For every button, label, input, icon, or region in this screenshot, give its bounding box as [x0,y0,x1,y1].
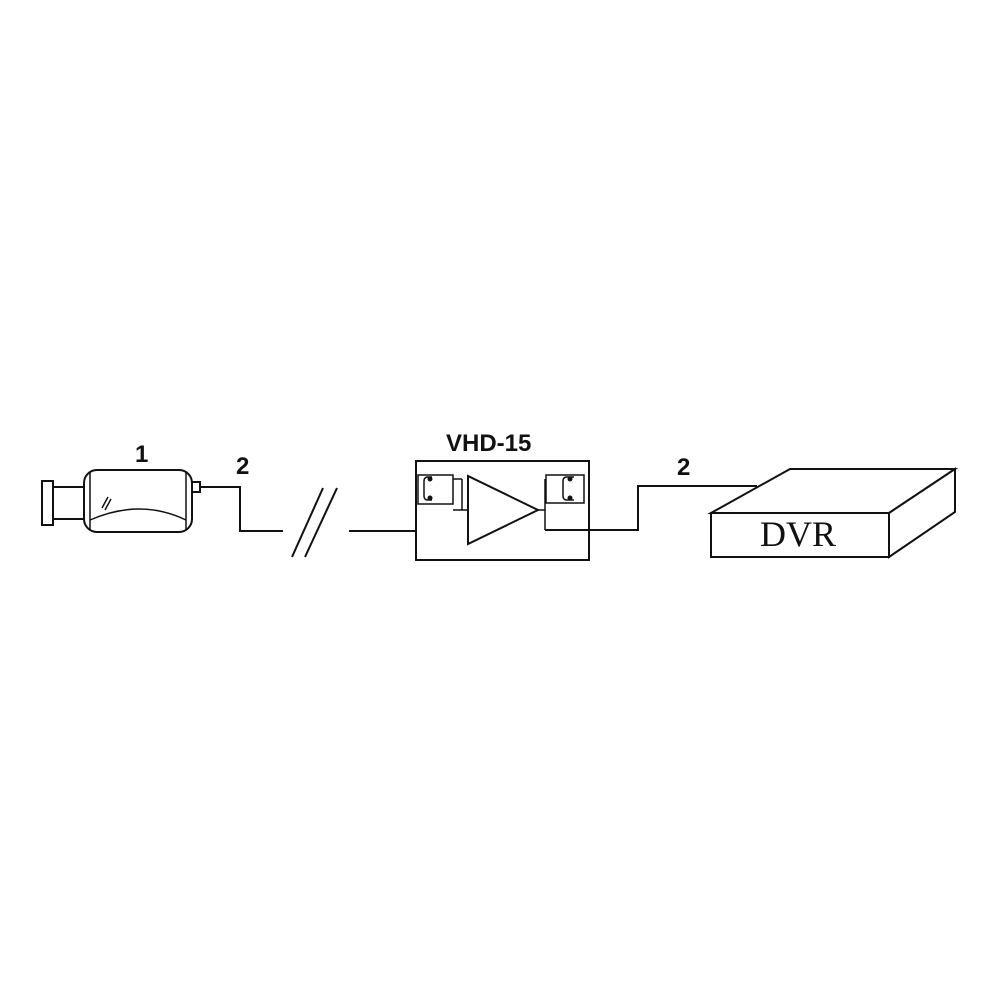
camera-lens-flange [41,480,54,526]
camera-icon [41,469,201,533]
camera-connector [191,481,201,493]
camera-curve [89,508,187,521]
cable-label-left: 2 [236,453,249,480]
camera-label: 1 [135,441,148,468]
input-connector-frame [417,474,454,505]
break-slash-2 [304,487,338,558]
cable-label-right: 2 [677,454,690,481]
camera-hatch-2 [104,498,112,511]
output-connector-frame [545,474,585,504]
dvr-front-face [710,512,890,558]
camera-hatch-1 [101,496,109,509]
dvr-label: DVR [760,514,836,554]
cable-right-segment [545,485,757,531]
dvr-box-icon [707,467,959,559]
input-connector-pin-bottom [427,495,433,501]
amplifier-box [415,460,590,561]
bnc-connector-icon [417,474,454,505]
amplifier-label: VHD-15 [446,430,531,457]
output-connector-pin-top [567,476,573,482]
output-connector-pin-bottom [567,495,573,501]
cable-left-segment [200,486,283,532]
amplifier-icon [415,460,590,561]
break-slash-1 [291,487,324,558]
input-connector-pin-top [427,476,433,482]
output-connector-cup [562,476,574,501]
input-connector-cup [423,476,432,501]
bnc-connector-icon [545,474,585,504]
camera-body [83,469,193,533]
cable-break-icon [291,487,338,558]
amplifier-triangle-icon [467,474,541,546]
camera-lens-barrel [52,486,87,520]
